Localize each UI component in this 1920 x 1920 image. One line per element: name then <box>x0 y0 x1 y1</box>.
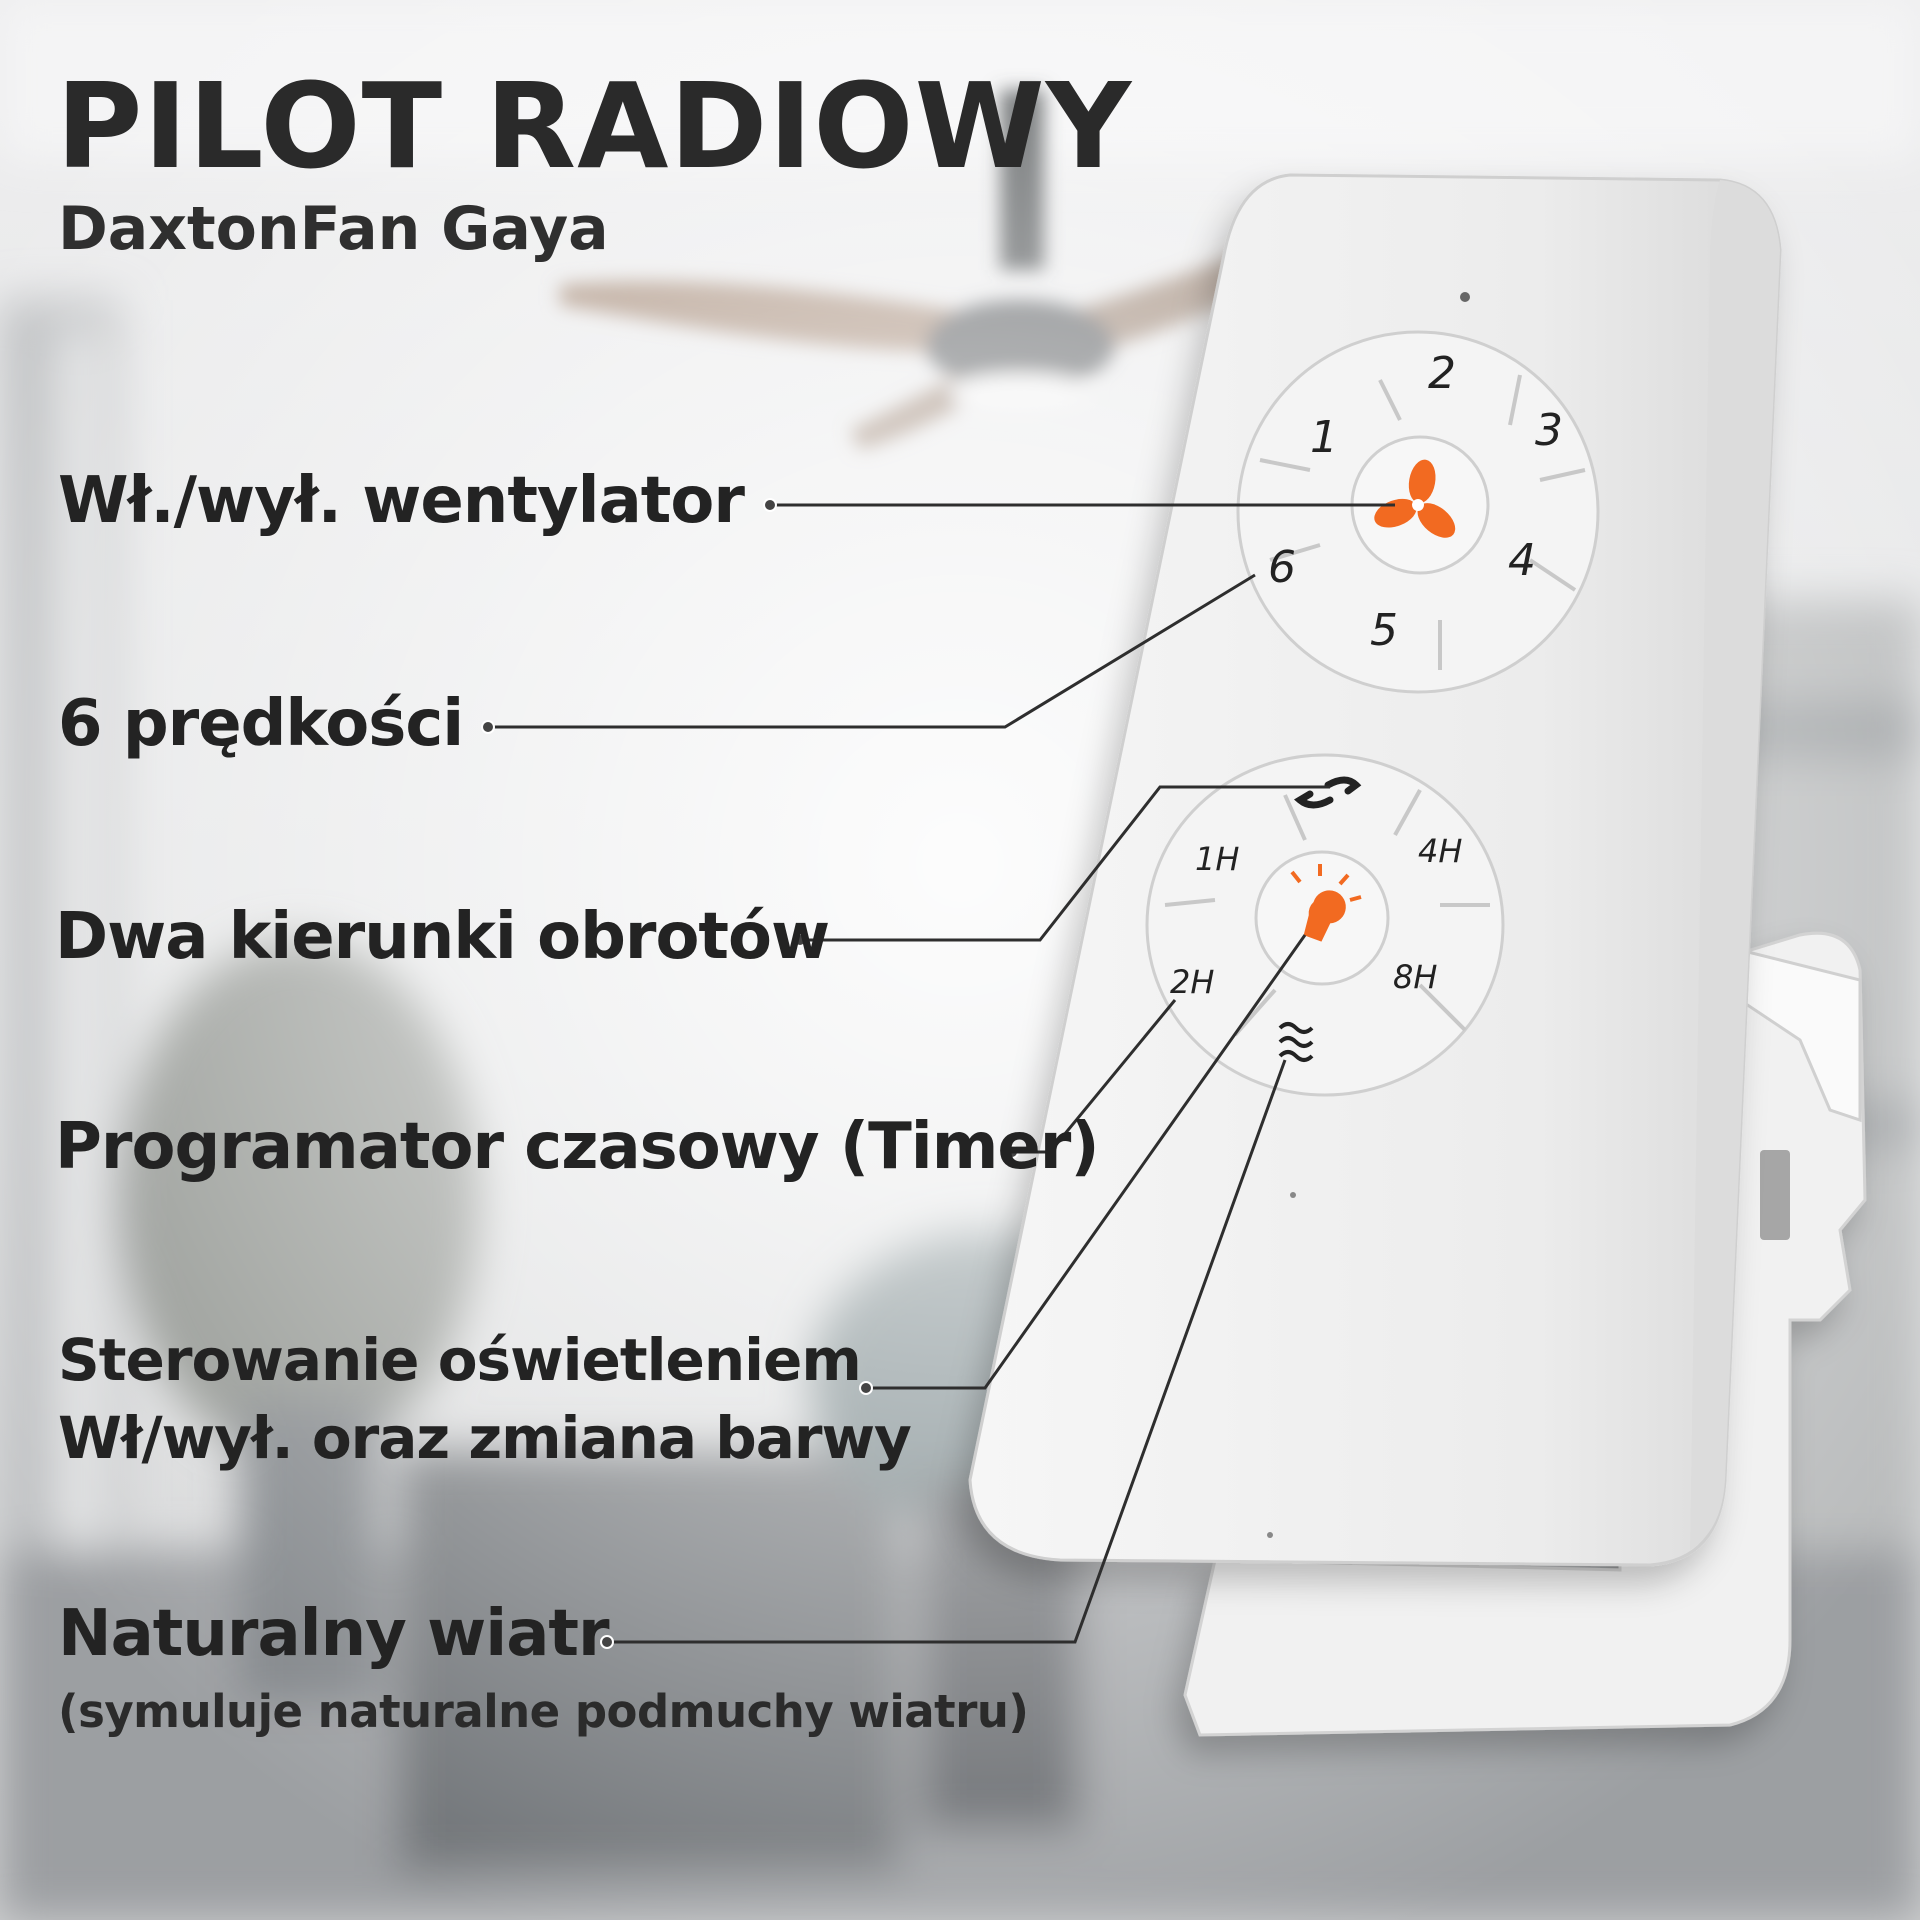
speed-2-button[interactable]: 2 <box>1428 348 1456 399</box>
speed-4-button[interactable]: 4 <box>1508 535 1536 586</box>
wind-icon <box>1278 1022 1314 1062</box>
feature-light-control: Sterowanie oświetleniem <box>58 1326 862 1394</box>
feature-timer: Programator czasowy (Timer) <box>55 1110 1100 1184</box>
speed-3-button[interactable]: 3 <box>1535 405 1563 456</box>
speed-button-group: 1 2 3 4 5 6 <box>1236 330 1600 694</box>
speed-1-button[interactable]: 1 <box>1310 412 1338 463</box>
timer-1h-button[interactable]: 1H <box>1195 840 1239 878</box>
feature-natural-wind-note: (symuluje naturalne podmuchy wiatru) <box>58 1685 1029 1738</box>
direction-button[interactable] <box>1293 776 1362 809</box>
callout-dots <box>481 498 1019 1649</box>
natural-wind-button[interactable] <box>1278 1022 1314 1062</box>
direction-icon <box>1293 776 1362 809</box>
callout-line-wind <box>607 1059 1287 1644</box>
light-bulb-icon <box>1290 864 1362 942</box>
function-button-group: 1H 4H 2H 8H <box>1145 753 1505 1097</box>
timer-8h-button[interactable]: 8H <box>1393 958 1437 996</box>
fan-power-button[interactable] <box>1350 435 1490 575</box>
timer-2h-button[interactable]: 2H <box>1170 963 1214 1001</box>
callout-line-timer <box>1012 999 1177 1154</box>
light-button[interactable] <box>1254 850 1390 986</box>
callout-lines <box>488 503 1395 1644</box>
speed-5-button[interactable]: 5 <box>1370 605 1398 656</box>
feature-light-control-detail: Wł/wył. oraz zmiana barwy <box>58 1404 912 1472</box>
feature-direction: Dwa kierunki obrotów <box>55 900 830 974</box>
feature-speeds: 6 prędkości <box>58 687 464 761</box>
callout-line-direction <box>800 785 1330 942</box>
page-title: PILOT RADIOWY <box>56 57 1133 195</box>
product-name: DaxtonFan Gaya <box>58 194 609 264</box>
speed-6-button[interactable]: 6 <box>1268 542 1296 593</box>
callout-line-light <box>866 934 1307 1390</box>
feature-fan-power: Wł./wył. wentylator <box>58 464 745 538</box>
timer-4h-button[interactable]: 4H <box>1418 832 1462 870</box>
callout-line-speeds <box>488 573 1256 729</box>
feature-natural-wind: Naturalny wiatr <box>58 1597 610 1671</box>
